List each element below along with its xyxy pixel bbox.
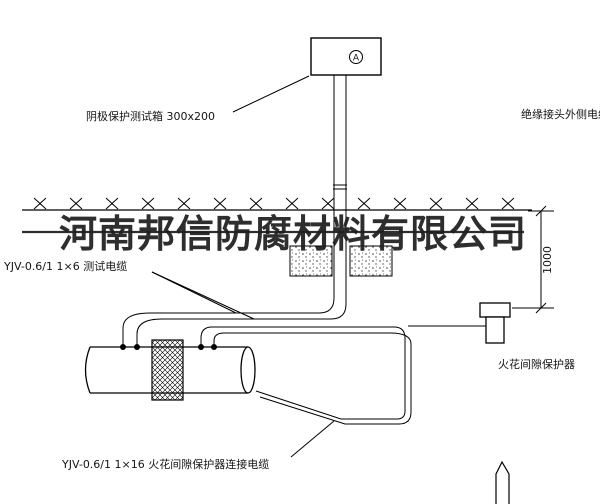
test-cable-1 <box>122 276 335 345</box>
test-cable-2 <box>136 276 347 345</box>
box-marker-text: A <box>353 54 360 64</box>
connection-cable-leader <box>290 420 335 458</box>
labels: 阴极保护测试箱 300x200 绝缘接头外侧电缆 YJV-0.6/1 1×6 测… <box>3 107 600 471</box>
test-cable-leader-2 <box>151 271 255 320</box>
cable-terminals <box>120 344 217 350</box>
concrete-foundation <box>289 245 393 277</box>
cables <box>122 276 486 425</box>
leader-lines <box>151 75 335 458</box>
pipe-riser-symbol <box>495 460 510 504</box>
pipeline <box>84 339 256 401</box>
test-box-leader <box>232 75 310 113</box>
test-box-label: 阴极保护测试箱 300x200 <box>86 109 215 123</box>
dimension-text: 1000 <box>541 246 554 274</box>
spark-gap-protector <box>479 302 511 344</box>
watermark: 河南邦信防腐材料有限公司 <box>22 211 527 256</box>
watermark-text: 河南邦信防腐材料有限公司 <box>59 211 527 256</box>
dimension-1000: 1000 <box>512 205 554 314</box>
insulating-joint <box>151 339 184 401</box>
test-box: A <box>310 37 382 76</box>
protector-cable-1 <box>200 326 406 420</box>
spark-gap-label: 火花间隙保护器 <box>498 357 575 371</box>
connection-cable-label: YJV-0.6/1 1×16 火花间隙保护器连接电缆 <box>61 457 269 471</box>
test-cable-label: YJV-0.6/1 1×6 测试电缆 <box>3 260 127 273</box>
ground-line <box>22 197 532 211</box>
protector-cable-2 <box>213 332 412 425</box>
outer-cable-label: 绝缘接头外侧电缆 <box>521 107 600 121</box>
test-post <box>333 75 347 276</box>
